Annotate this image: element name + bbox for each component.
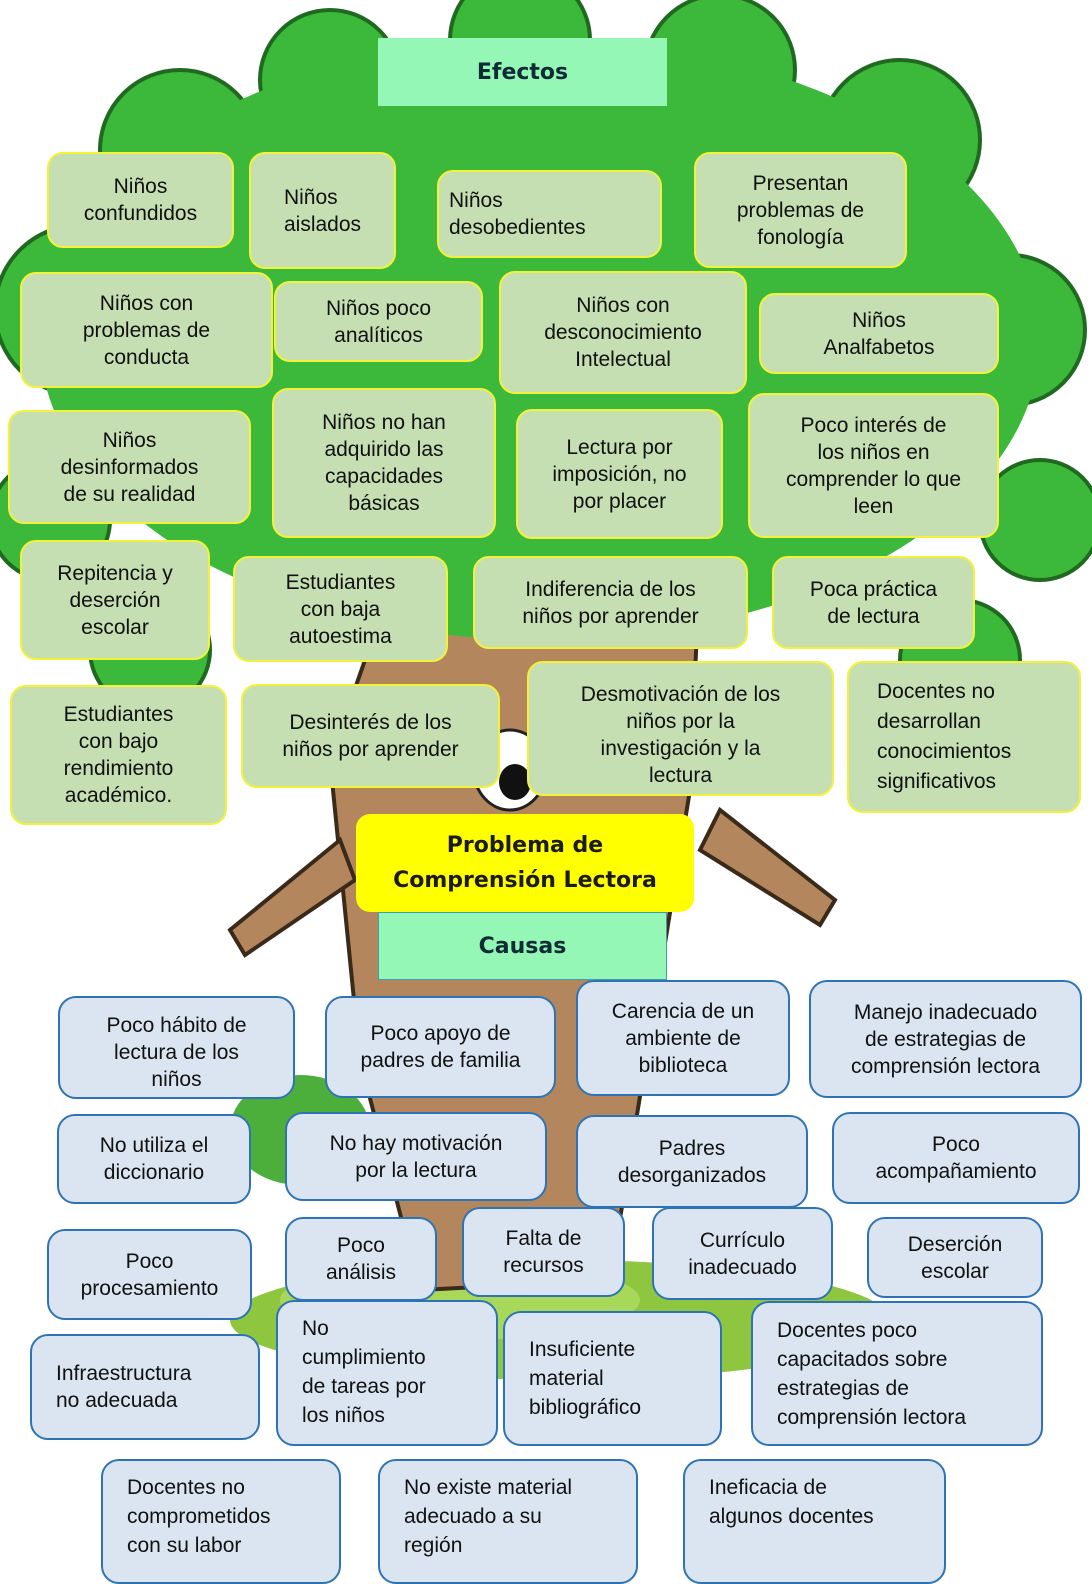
cause-text: Infraestructura no adecuada bbox=[56, 1362, 192, 1412]
cause-box: Manejo inadecuado de estrategias de comp… bbox=[809, 980, 1082, 1098]
cause-text: No hay motivación por la lectura bbox=[329, 1131, 503, 1182]
cause-box: No existe material adecuado a su región bbox=[378, 1459, 638, 1584]
effect-text: Estudiantes con bajo rendimiento académi… bbox=[63, 703, 174, 807]
effects-header-label: Efectos bbox=[476, 59, 569, 85]
effect-box: Desmotivación de los niños por la invest… bbox=[527, 661, 834, 796]
effect-box: Niños Analfabetos bbox=[759, 293, 999, 374]
cause-box: Currículo inadecuado bbox=[652, 1207, 833, 1300]
cause-text: Docentes no comprometidos con su labor bbox=[127, 1476, 271, 1557]
cause-box: No utiliza el diccionario bbox=[57, 1114, 251, 1204]
effect-text: Lectura por imposición, no por placer bbox=[552, 435, 687, 513]
cause-text: Ineficacia de algunos docentes bbox=[709, 1476, 874, 1528]
effect-text: Niños con problemas de conducta bbox=[82, 291, 211, 369]
cause-text: Poco acompañamiento bbox=[875, 1133, 1037, 1183]
cause-box: Docentes no comprometidos con su labor bbox=[101, 1459, 341, 1584]
effect-text: Estudiantes con baja autoestima bbox=[285, 570, 396, 648]
causes-header-label: Causas bbox=[478, 933, 567, 959]
cause-box: Carencia de un ambiente de biblioteca bbox=[576, 980, 790, 1096]
effect-text: Niños Analfabetos bbox=[823, 308, 935, 359]
cause-box: Poco hábito de lectura de los niños bbox=[58, 996, 295, 1099]
effect-text: Niños aislados bbox=[283, 185, 362, 236]
cause-text: No utiliza el diccionario bbox=[99, 1134, 209, 1184]
effect-text: Repitencia y deserción escolar bbox=[57, 561, 173, 639]
cause-text: Insuficiente material bibliográfico bbox=[529, 1338, 642, 1419]
cause-box: Poco acompañamiento bbox=[832, 1112, 1080, 1204]
effect-text: Desinterés de los niños por aprender bbox=[282, 711, 459, 761]
central-problem-box: Problema de Comprensión Lectora bbox=[356, 814, 694, 912]
cause-box: No cumplimiento de tareas por los niños bbox=[276, 1300, 498, 1446]
effect-text: Poca práctica de lectura bbox=[809, 577, 938, 628]
cause-text: No existe material adecuado a su región bbox=[404, 1476, 573, 1557]
effect-box: Niños aislados bbox=[249, 152, 396, 269]
cause-text: Docentes poco capacitados sobre estrateg… bbox=[777, 1318, 967, 1429]
cause-text: Currículo inadecuado bbox=[688, 1228, 797, 1279]
cause-text: Carencia de un ambiente de biblioteca bbox=[611, 999, 755, 1077]
cause-text: Manejo inadecuado de estrategias de comp… bbox=[850, 1000, 1041, 1078]
cause-box: Padres desorganizados bbox=[576, 1115, 808, 1208]
cause-box: Insuficiente material bibliográfico bbox=[503, 1311, 722, 1446]
cause-text: Poco apoyo de padres de familia bbox=[360, 1022, 521, 1072]
cause-text: Padres desorganizados bbox=[617, 1136, 767, 1187]
effect-text: Docentes no desarrollan conocimientos si… bbox=[877, 680, 1012, 793]
effect-box: Poca práctica de lectura bbox=[772, 556, 975, 649]
cause-box: Falta de recursos bbox=[462, 1207, 625, 1297]
effect-box: Estudiantes con baja autoestima bbox=[233, 556, 448, 662]
effects-header: Efectos bbox=[378, 38, 667, 106]
cause-box: Docentes poco capacitados sobre estrateg… bbox=[751, 1301, 1043, 1446]
effect-box: Niños poco analíticos bbox=[274, 281, 483, 362]
effect-box: Repitencia y deserción escolar bbox=[20, 540, 210, 660]
cause-box: Infraestructura no adecuada bbox=[30, 1334, 260, 1440]
cause-box: No hay motivación por la lectura bbox=[285, 1112, 547, 1201]
cause-text: Deserción escolar bbox=[907, 1232, 1003, 1283]
effect-box: Estudiantes con bajo rendimiento académi… bbox=[10, 685, 227, 825]
effect-box: Poco interés de los niños en comprender … bbox=[748, 393, 999, 538]
cause-text: Poco procesamiento bbox=[80, 1249, 219, 1300]
effect-box: Niños desinformados de su realidad bbox=[8, 410, 251, 524]
effect-text: Presentan problemas de fonología bbox=[736, 171, 865, 249]
effect-text: Niños desinformados de su realidad bbox=[60, 428, 199, 506]
effect-box: Lectura por imposición, no por placer bbox=[516, 409, 723, 539]
effect-text: Niños confundidos bbox=[83, 175, 198, 225]
effect-text: Desmotivación de los niños por la invest… bbox=[580, 683, 781, 787]
effect-text: Niños con desconocimiento Intelectual bbox=[544, 294, 702, 371]
effect-text: Niños desobedientes bbox=[449, 189, 586, 239]
cause-box: Deserción escolar bbox=[867, 1217, 1043, 1298]
cause-box: Poco apoyo de padres de familia bbox=[325, 996, 556, 1098]
effect-text: Indiferencia de los niños por aprender bbox=[522, 577, 699, 628]
cause-box: Ineficacia de algunos docentes bbox=[683, 1459, 946, 1584]
effect-text: Niños no han adquirido las capacidades b… bbox=[322, 411, 446, 515]
effect-box: Niños con problemas de conducta bbox=[20, 272, 273, 388]
cause-box: Poco análisis bbox=[285, 1217, 437, 1301]
cause-text: Falta de recursos bbox=[503, 1227, 584, 1277]
effect-text: Niños poco analíticos bbox=[325, 296, 432, 347]
cause-text: Poco hábito de lectura de los niños bbox=[106, 1014, 247, 1091]
central-problem-label: Problema de Comprensión Lectora bbox=[393, 833, 657, 893]
cause-box: Poco procesamiento bbox=[47, 1229, 252, 1320]
cause-text: No cumplimiento de tareas por los niños bbox=[302, 1317, 426, 1427]
effect-box: Niños confundidos bbox=[47, 152, 234, 248]
effect-box: Presentan problemas de fonología bbox=[694, 152, 907, 268]
causes-header: Causas bbox=[378, 912, 667, 980]
effect-box: Docentes no desarrollan conocimientos si… bbox=[847, 661, 1081, 813]
effect-text: Poco interés de los niños en comprender … bbox=[785, 413, 962, 518]
effect-box: Niños con desconocimiento Intelectual bbox=[499, 271, 747, 394]
effect-box: Niños desobedientes bbox=[437, 170, 662, 258]
cause-text: Poco análisis bbox=[325, 1234, 397, 1284]
effect-box: Niños no han adquirido las capacidades b… bbox=[272, 388, 496, 538]
effect-box: Desinterés de los niños por aprender bbox=[241, 684, 500, 788]
effect-box: Indiferencia de los niños por aprender bbox=[473, 556, 748, 649]
